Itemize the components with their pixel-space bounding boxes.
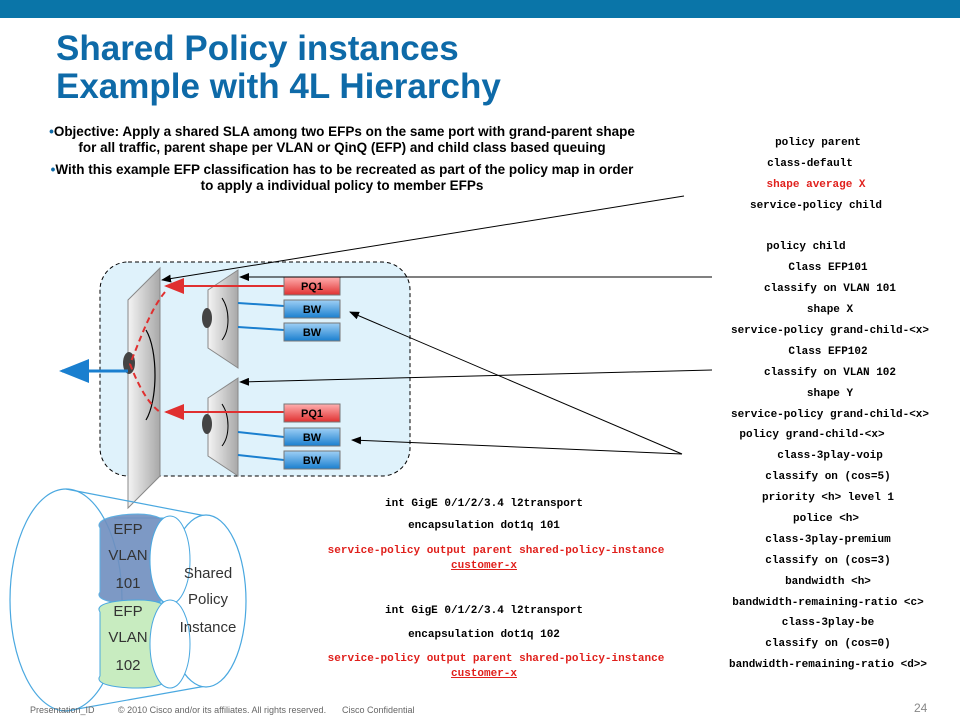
policy-config-line: class-3play-be — [781, 617, 875, 629]
cylinder-labels: EFP VLAN 101 EFP VLAN 102 Shared Policy … — [108, 521, 236, 674]
policy-config-line: classify on (cos=3) — [765, 555, 891, 567]
top-brand-bar — [0, 0, 960, 18]
policy-config-line: classify on VLAN 101 — [763, 283, 897, 295]
queue-bw-lower-2: BW — [283, 450, 341, 470]
policy-config-line: class-3play-voip — [777, 450, 883, 462]
if2-encapsulation-line: encapsulation dot1q 102 — [408, 629, 560, 641]
policy-config-line: bandwidth-remaining-ratio <d>> — [728, 659, 928, 671]
policy-config-line: classify on (cos=0) — [765, 638, 891, 650]
policy-config-line: classify on VLAN 102 — [763, 367, 897, 379]
footer-presentation-id: Presentation_ID — [30, 705, 95, 715]
svg-text:BW: BW — [303, 304, 322, 316]
policy-config-line: class-default — [767, 158, 853, 170]
parent-scheduler-plate-lower — [202, 377, 239, 477]
title-line-1: Shared Policy instances — [56, 29, 459, 68]
queue-pq1-lower: PQ1 — [283, 403, 341, 423]
config-pointer-arrows — [161, 195, 713, 455]
policy-config-line: service-policy grand-child-<x> — [730, 325, 930, 337]
policy-config-line: police <h> — [792, 513, 860, 525]
bullet-objective: •Objective: Apply a shared SLA among two… — [49, 124, 635, 155]
queue-bw-upper-1: BW — [283, 299, 341, 319]
parent-scheduler-plate-upper — [202, 269, 239, 369]
grand-parent-scheduler-plate — [123, 266, 161, 510]
policy-config-line: bandwidth-remaining-ratio <c> — [732, 597, 924, 609]
page-number: 24 — [914, 701, 928, 715]
svg-text:BW: BW — [303, 327, 322, 339]
policy-config-line: policy grand-child-<x> — [739, 429, 885, 441]
shared-policy-cylinder — [9, 488, 247, 712]
svg-text:EFP: EFP — [113, 603, 142, 620]
if1-interface-line: int GigE 0/1/2/3.4 l2transport — [384, 498, 584, 510]
policy-config-line: service-policy grand-child-<x> — [730, 409, 930, 421]
queue-bw-upper-2: BW — [283, 322, 341, 342]
if1-instance-name: customer-x — [450, 560, 518, 572]
if2-instance-name: customer-x — [450, 668, 518, 680]
svg-text:102: 102 — [115, 657, 140, 674]
if2-service-policy-line: service-policy output parent shared-poli… — [327, 653, 665, 665]
footer-copyright: © 2010 Cisco and/or its affiliates. All … — [118, 705, 327, 715]
policy-config-line: Class EFP101 — [788, 262, 868, 274]
policy-config-line: priority <h> level 1 — [761, 492, 895, 504]
title-line-2: Example with 4L Hierarchy — [56, 67, 501, 106]
policy-config-line: shape X — [806, 304, 854, 316]
svg-text:Shared: Shared — [184, 565, 232, 582]
policy-config-line: policy child — [766, 241, 846, 253]
svg-text:101: 101 — [115, 575, 140, 592]
svg-text:VLAN: VLAN — [108, 629, 147, 646]
svg-text:PQ1: PQ1 — [301, 281, 323, 293]
policy-config-line: classify on (cos=5) — [765, 471, 891, 483]
slide-title: Shared Policy instances Example with 4L … — [56, 30, 501, 106]
bullet-list: •Objective: Apply a shared SLA among two… — [44, 124, 640, 200]
if1-encapsulation-line: encapsulation dot1q 101 — [408, 520, 560, 532]
policy-config-line: shape Y — [806, 388, 854, 400]
bullet-classification: •With this example EFP classification ha… — [50, 162, 634, 193]
policy-config-line: bandwidth <h> — [785, 576, 871, 588]
policy-config-line: Class EFP102 — [788, 346, 868, 358]
policy-config-line: service-policy child — [749, 200, 883, 212]
queue-bw-lower-1: BW — [283, 427, 341, 447]
if1-service-policy-line: service-policy output parent shared-poli… — [327, 545, 665, 557]
queue-pq1-upper: PQ1 — [283, 276, 341, 296]
svg-text:PQ1: PQ1 — [301, 408, 323, 420]
policy-config-line: policy parent — [775, 137, 861, 149]
policy-config-line: class-3play-premium — [765, 534, 891, 546]
if2-interface-line: int GigE 0/1/2/3.4 l2transport — [384, 605, 584, 617]
svg-text:EFP: EFP — [113, 521, 142, 538]
policy-config-line: shape average X — [766, 179, 866, 191]
svg-text:Instance: Instance — [180, 619, 237, 636]
svg-text:VLAN: VLAN — [108, 547, 147, 564]
svg-text:BW: BW — [303, 432, 322, 444]
svg-text:BW: BW — [303, 455, 322, 467]
svg-text:Policy: Policy — [188, 591, 229, 608]
footer-confidential: Cisco Confidential — [342, 705, 415, 715]
